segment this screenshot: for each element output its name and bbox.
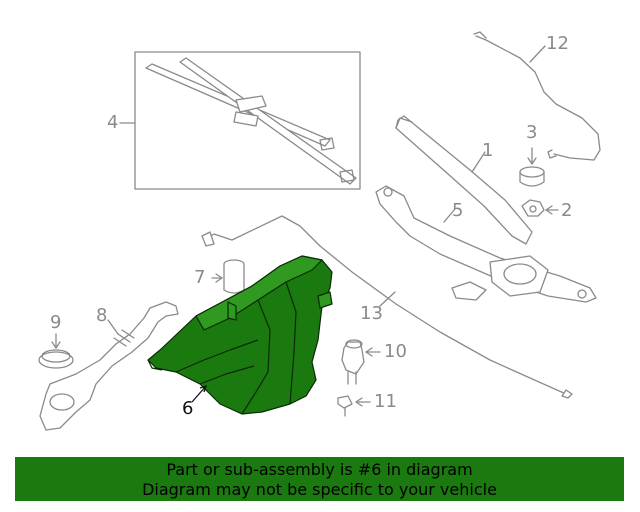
banner-line-1: Part or sub-assembly is #6 in diagram: [166, 460, 473, 479]
info-banner: Part or sub-assembly is #6 in diagram Di…: [15, 457, 624, 501]
screw-part-11: [337, 395, 371, 417]
cap-part-9: [38, 333, 74, 369]
nut-part-2: [521, 199, 559, 217]
callout-9: 9: [50, 312, 62, 333]
wiper-blades-part-4: [119, 51, 361, 190]
sleeve-part-7: [211, 259, 245, 294]
hose-part-12: [473, 31, 601, 161]
callout-13: 13: [360, 303, 383, 324]
callout-3: 3: [526, 122, 538, 143]
nut-cap-part-3: [519, 147, 545, 187]
callout-5: 5: [452, 200, 464, 221]
callout-12: 12: [546, 33, 569, 54]
callout-10: 10: [384, 341, 407, 362]
callout-1: 1: [482, 140, 494, 161]
callout-6: 6: [182, 398, 194, 419]
filler-neck-part-8: [39, 301, 179, 431]
wiper-arm-part-1: [395, 115, 533, 245]
callout-2: 2: [561, 200, 573, 221]
wiper-linkage-part-5: [375, 185, 597, 303]
parts-diagram: [38, 31, 601, 431]
callout-4: 4: [107, 112, 119, 133]
washer-reservoir-part-6: [147, 255, 333, 415]
banner-line-2: Diagram may not be specific to your vehi…: [142, 480, 497, 499]
callout-7: 7: [194, 267, 206, 288]
rod-part-13: [201, 215, 573, 399]
callout-11: 11: [374, 391, 397, 412]
pump-part-10: [341, 339, 381, 385]
callout-8: 8: [96, 305, 108, 326]
